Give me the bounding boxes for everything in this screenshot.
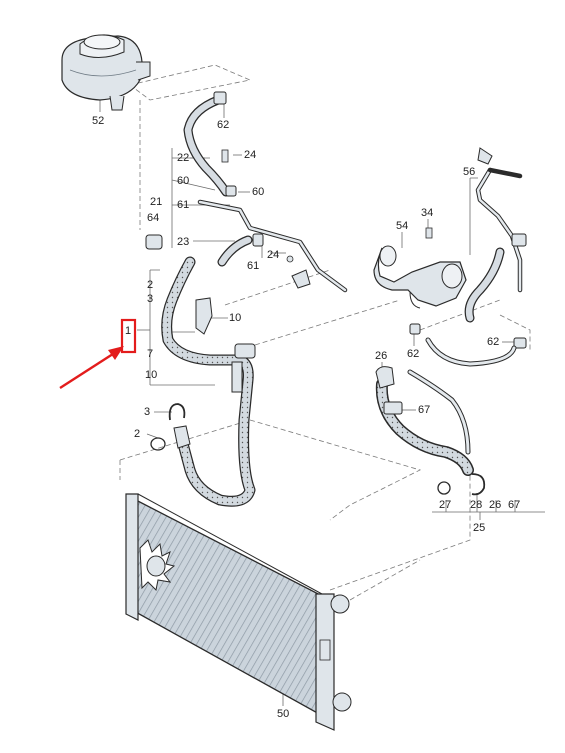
callout-2-lower: 2	[134, 428, 141, 440]
right-pipe-assembly	[464, 147, 527, 349]
callout-25: 25	[473, 522, 486, 534]
callout-2: 2	[147, 279, 154, 291]
callout-1: 1	[125, 325, 132, 337]
callout-21: 21	[150, 196, 163, 208]
callout-67: 67	[418, 404, 431, 416]
highlight-callout	[59, 318, 137, 390]
callout-22: 22	[177, 152, 190, 164]
callout-26-lower: 26	[489, 499, 502, 511]
callout-60-right: 60	[252, 186, 265, 198]
lower-right-hose	[375, 323, 517, 496]
callout-34: 34	[421, 207, 434, 219]
expansion-tank	[61, 34, 151, 111]
callout-54: 54	[396, 220, 409, 232]
callout-62: 62	[217, 119, 230, 131]
callout-61: 61	[177, 199, 190, 211]
dashed-lines	[119, 64, 531, 601]
arrow-head	[108, 346, 124, 360]
highlight-box	[120, 318, 137, 354]
main-hose-left	[150, 256, 256, 507]
callout-23: 23	[177, 236, 190, 248]
thermostat-housing	[373, 227, 467, 309]
callout-3-lower: 3	[144, 406, 151, 418]
callout-10-lower: 10	[145, 369, 158, 381]
radiator	[125, 493, 352, 731]
callout-50: 50	[277, 708, 290, 720]
callout-56: 56	[463, 166, 476, 178]
callout-24-lower: 24	[267, 249, 280, 261]
callout-52: 52	[92, 115, 105, 127]
callout-3: 3	[147, 293, 154, 305]
callout-7: 7	[147, 348, 154, 360]
callout-27: 27	[439, 499, 452, 511]
callout-62-center: 62	[407, 348, 420, 360]
callout-64: 64	[147, 212, 160, 224]
callout-28: 28	[470, 499, 483, 511]
callout-10: 10	[229, 312, 242, 324]
callout-62-right: 62	[487, 336, 500, 348]
callout-60: 60	[177, 175, 190, 187]
callout-61-lower: 61	[247, 260, 260, 272]
arrow-shaft	[59, 350, 117, 390]
callout-26: 26	[375, 350, 388, 362]
callout-24: 24	[244, 149, 257, 161]
upper-hose-assembly	[145, 91, 348, 293]
callout-67-lower: 67	[508, 499, 521, 511]
